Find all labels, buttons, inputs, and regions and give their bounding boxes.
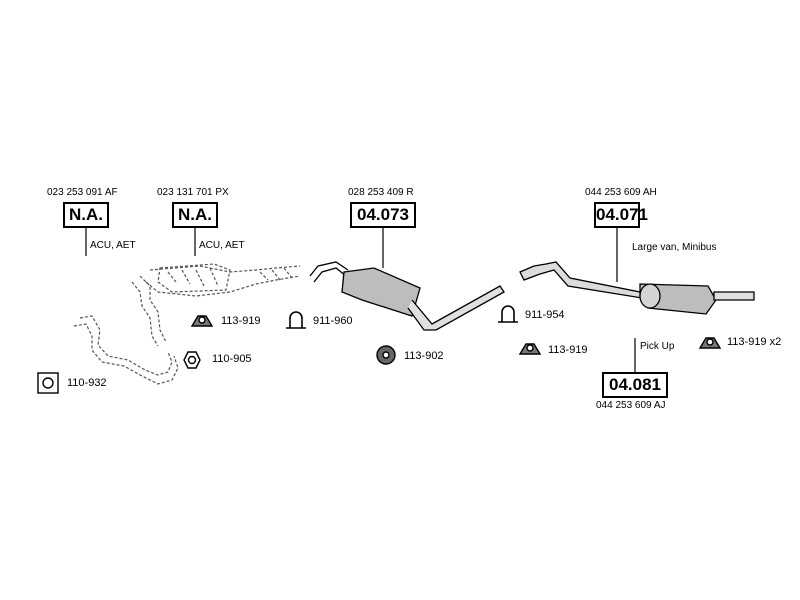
note-p1: ACU, AET bbox=[90, 240, 136, 251]
clamp-icon-911-954 bbox=[498, 305, 518, 323]
hanger-icon-113-919-left bbox=[190, 315, 214, 327]
hanger-icon-113-919-middle bbox=[518, 343, 542, 355]
part-code-box-p5[interactable]: 04.081 bbox=[602, 372, 668, 398]
part-code-box-p3[interactable]: 04.073 bbox=[350, 202, 416, 228]
gasket-icon-110-932 bbox=[37, 372, 59, 394]
gasket-icon-110-905 bbox=[183, 351, 201, 369]
oe-number-p1: 023 253 091 AF bbox=[47, 187, 118, 198]
oe-number-p5: 044 253 609 AJ bbox=[596, 400, 666, 411]
accessory-label-a5[interactable]: 113-902 bbox=[404, 350, 444, 362]
accessory-label-a2[interactable]: 911-960 bbox=[313, 315, 353, 327]
accessory-label-a8[interactable]: 113-919 x2 bbox=[727, 336, 782, 348]
oe-number-p4: 044 253 609 AH bbox=[585, 187, 657, 198]
rubber-mount-icon-113-902 bbox=[376, 345, 396, 365]
part-code-box-p1[interactable]: N.A. bbox=[63, 202, 109, 228]
accessory-label-a3[interactable]: 110-905 bbox=[212, 353, 252, 365]
accessory-label-a7[interactable]: 113-919 bbox=[548, 344, 588, 356]
note-p5: Pick Up bbox=[640, 341, 675, 352]
muffler-04-071 bbox=[519, 261, 755, 315]
oe-number-p3: 028 253 409 R bbox=[348, 187, 414, 198]
accessory-label-a4[interactable]: 110-932 bbox=[67, 377, 107, 389]
part-code-box-p4[interactable]: 04.071 bbox=[594, 202, 648, 228]
accessory-label-a1[interactable]: 113-919 bbox=[221, 315, 261, 327]
accessory-label-a6[interactable]: 911-954 bbox=[525, 309, 565, 321]
muffler-04-073 bbox=[309, 261, 505, 331]
part-code-box-p2[interactable]: N.A. bbox=[172, 202, 218, 228]
hanger-icon-113-919-right bbox=[698, 337, 722, 349]
na-exhaust-parts bbox=[73, 263, 301, 385]
note-p4: Large van, Minibus bbox=[632, 242, 717, 253]
note-p2: ACU, AET bbox=[199, 240, 245, 251]
clamp-icon-911-960 bbox=[286, 311, 306, 329]
oe-number-p2: 023 131 701 PX bbox=[157, 187, 229, 198]
